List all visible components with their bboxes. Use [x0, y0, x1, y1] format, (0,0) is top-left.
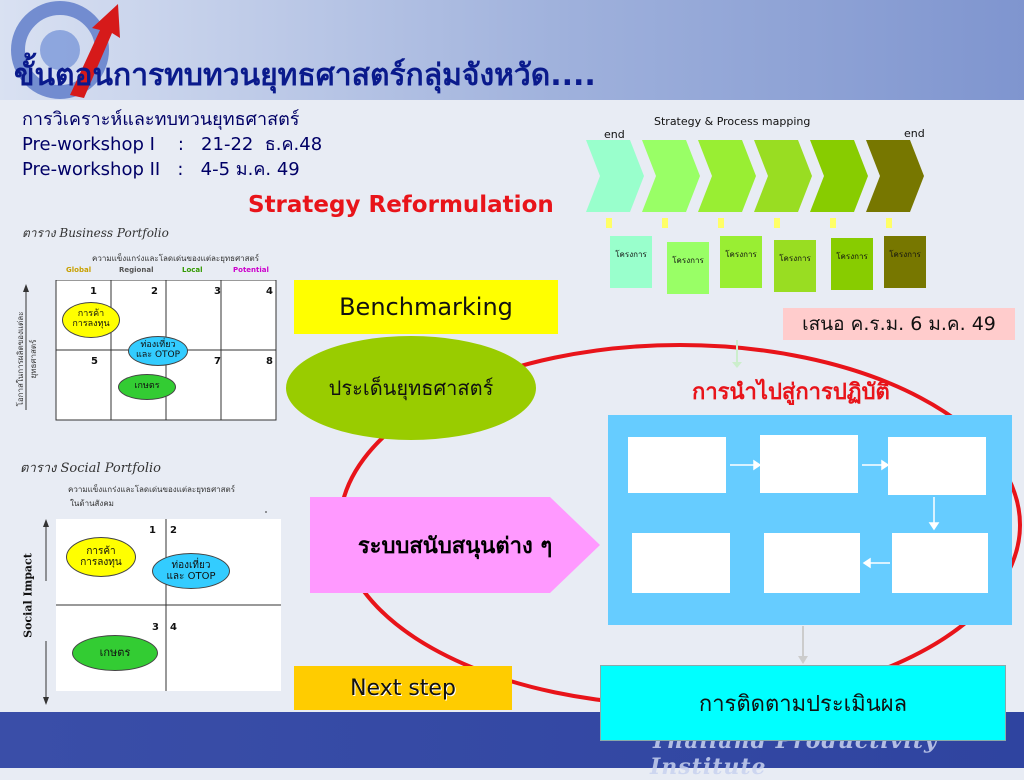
pre-workshop-1: Pre-workshop I : 21-22 ธ.ค.48 [22, 134, 323, 155]
process-chevron [698, 140, 756, 212]
flow-step-5 [764, 533, 860, 593]
business-portfolio-title: ตาราง Business Portfolio [22, 226, 169, 240]
flow-step-2 [760, 435, 858, 493]
chevron-connector [830, 218, 836, 228]
flow-step-4 [892, 533, 988, 593]
social-portfolio: ตาราง Social Portfolio ความแข็งแกร่งและโ… [18, 455, 288, 710]
social-cell-number-4: 4 [170, 622, 177, 633]
chevron-connector [718, 218, 724, 228]
chevron-connector [886, 218, 892, 228]
analysis-label: การวิเคราะห์และทบทวนยุทธศาสตร์ [22, 109, 300, 130]
project-box-2: โครงการ [667, 242, 709, 294]
business-portfolio: ตาราง Business Portfolio ความแข็งแกร่งแล… [18, 222, 288, 432]
pre-workshop-2: Pre-workshop II : 4-5 ม.ค. 49 [22, 159, 300, 180]
chevron-connector [774, 218, 780, 228]
strategy-reformulation-label: Strategy Reformulation [248, 192, 554, 218]
process-chevron [810, 140, 868, 212]
social-cell-number-1: 1 [149, 525, 156, 536]
monitoring-box: การติดตามประเมินผล [600, 665, 1006, 741]
down-arrow-icon [798, 626, 808, 664]
mapping-down-arrow-icon [732, 340, 742, 368]
header-band [0, 0, 1024, 100]
project-box-4: โครงการ [774, 240, 816, 292]
proposal-label: เสนอ ค.ร.ม. 6 ม.ค. 49 [783, 308, 1015, 340]
flow-step-1 [628, 437, 726, 493]
chevron-connector [662, 218, 668, 228]
business-y-axis-label: โอกาสในการผลิตของแต่ละยุทธศาสตร์ [16, 311, 38, 407]
project-box-3: โครงการ [720, 236, 762, 288]
social-impact-axis-label: Social Impact [21, 553, 35, 638]
next-step-box: Next step [294, 666, 512, 710]
process-chevron [586, 140, 644, 212]
oval-agriculture: เกษตร [118, 374, 176, 400]
header-local: Local [182, 266, 203, 274]
social-oval-agriculture: เกษตร [72, 635, 158, 671]
social-oval-trade: การค้า การลงทุน [66, 537, 136, 577]
strategy-process-mapping: Strategy & Process mapping end end โครงก… [568, 112, 950, 312]
header-regional: Regional [119, 266, 154, 274]
process-chevron [754, 140, 812, 212]
cell-number-1: 1 [90, 286, 97, 297]
flow-step-3 [888, 437, 986, 495]
project-box-6: โครงการ [884, 236, 926, 288]
page-title: ขั้นตอนการทบทวนยุทธศาสตร์กลุ่มจังหวัด...… [14, 58, 596, 93]
project-box-5: โครงการ [831, 238, 873, 290]
header-global: Global [66, 266, 92, 274]
strategic-issue-oval: ประเด็นยุทธศาสตร์ [286, 336, 536, 440]
oval-tourism: ท่องเที่ยว และ OTOP [128, 336, 188, 366]
process-chevron [866, 140, 924, 212]
social-portfolio-title: ตาราง Social Portfolio [20, 461, 161, 476]
cell-number-5: 5 [91, 356, 98, 367]
business-portfolio-subtitle: ความแข็งแกร่งและโลดเด่นของแต่ละยุทธศาสตร… [92, 254, 260, 263]
mapping-title: Strategy & Process mapping [654, 115, 811, 128]
project-box-1: โครงการ [610, 236, 652, 288]
process-chevron [642, 140, 700, 212]
mapping-end-left: end [604, 128, 625, 141]
support-arrow-shape [310, 497, 600, 593]
cell-number-8: 8 [266, 356, 273, 367]
oval-trade: การค้า การลงทุน [62, 302, 120, 338]
social-oval-tourism: ท่องเที่ยว และ OTOP [152, 553, 230, 589]
implementation-label: การนำไปสู่การปฏิบัติ [692, 380, 890, 405]
social-cell-number-3: 3 [152, 622, 159, 633]
social-cell-number-2: 2 [170, 525, 177, 536]
cell-number-7: 7 [214, 356, 221, 367]
header-potential: Potential [233, 266, 269, 274]
flow-arrows [730, 459, 940, 569]
cell-number-4: 4 [266, 286, 273, 297]
chevron-row [586, 140, 924, 228]
chevron-connector [606, 218, 612, 228]
social-portfolio-subtitle2: ในด้านสังคม [70, 499, 114, 508]
social-grid [43, 511, 281, 705]
cell-number-3: 3 [214, 286, 221, 297]
cell-number-2: 2 [151, 286, 158, 297]
logo-icon [11, 1, 120, 99]
support-systems-label: ระบบสนับสนุนต่าง ๆ [357, 533, 553, 559]
flow-step-6 [632, 533, 730, 593]
implementation-flow-panel [608, 415, 1012, 625]
social-portfolio-subtitle: ความแข็งแกร่งและโลดเด่นของแต่ละยุทธศาสตร… [68, 485, 236, 494]
mapping-end-right: end [904, 127, 925, 140]
benchmarking-box: Benchmarking [294, 280, 558, 334]
